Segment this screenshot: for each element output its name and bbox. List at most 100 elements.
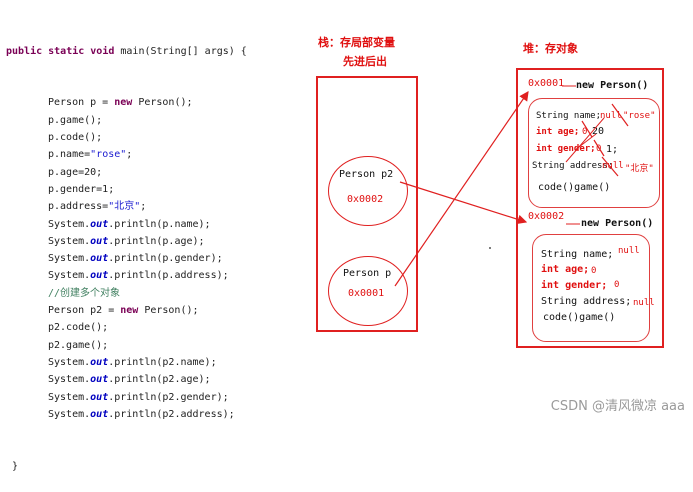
code-out-field: out [90, 235, 109, 247]
code-text: p.address= [48, 201, 109, 213]
code-text: p.name= [48, 149, 91, 161]
strike-name [611, 103, 629, 127]
code-closing: } [12, 460, 19, 472]
code-rest: .println(p2.name); [108, 356, 217, 368]
code-signature: public static void main(String[] args) { [6, 43, 247, 60]
code-rest: Person(); [132, 97, 193, 109]
code-rest: ; [140, 201, 147, 213]
heap-obj2-field-age: int age; [541, 264, 590, 275]
assign-line-2 [574, 133, 597, 151]
code-out-field: out [90, 253, 109, 265]
code-line: p.gender=1; [48, 181, 247, 198]
code-line: System.out.println(p.age); [48, 233, 247, 250]
heap-title: 堆：存对象 [523, 42, 578, 55]
code-rest: .println(p2.address); [108, 408, 235, 420]
code-rest: .println(p2.gender); [108, 391, 229, 403]
heap-obj2-field-name: String name; [541, 249, 614, 260]
code-line: p2.game(); [48, 337, 247, 354]
code-comment: //创建多个对象 [48, 287, 121, 299]
heap-obj1-addr: 0x0001 [528, 78, 565, 89]
stack-title: 栈：存局部变量 [318, 36, 395, 49]
code-text: Person p2 = [48, 305, 121, 317]
arrow-p2-to-obj2 [399, 181, 528, 225]
heap-obj1-field-address: String address; [532, 161, 614, 171]
code-text: p.gender=1; [48, 183, 115, 195]
heap-obj1-address-old: null [602, 161, 624, 171]
code-text: Person p = [48, 97, 115, 109]
code-line: //创建多个对象 [48, 285, 247, 302]
code-string: "rose" [90, 149, 127, 161]
code-line: System.out.println(p.address); [48, 267, 247, 284]
code-keyword: new [120, 305, 139, 317]
heap-frame [516, 68, 664, 348]
heap-obj1-field-gender: int gender; [536, 144, 596, 154]
reference-arrows [394, 85, 629, 287]
heap-obj2-field-gender: int gender; [541, 280, 608, 291]
code-line: p2.code(); [48, 319, 247, 336]
signature-keyword: public static void [6, 45, 115, 57]
code-text: p.age=20; [48, 166, 103, 178]
strike-age [581, 120, 593, 138]
code-line: System.out.println(p2.address); [48, 406, 247, 423]
code-line: System.out.println(p2.age); [48, 371, 247, 388]
heap-obj1-gender-old: 0 [596, 144, 602, 154]
code-text: System. [48, 391, 91, 403]
code-text: System. [48, 374, 91, 386]
code-text: System. [48, 356, 91, 368]
strike-gender [593, 139, 605, 157]
code-text: p2.game(); [48, 339, 109, 351]
heap-obj1-address-new: "北京" [625, 164, 654, 174]
arrow-p-to-obj1 [394, 91, 529, 287]
heap-obj1-methods: code()game() [538, 182, 611, 193]
code-text: p.game(); [48, 114, 103, 126]
heap-obj1-field-name: String name; [536, 111, 602, 121]
stack-frame [316, 76, 418, 332]
code-rest: .println(p.gender); [108, 253, 223, 265]
code-line: p.code(); [48, 129, 247, 146]
code-rest: .println(p.address); [108, 270, 229, 282]
code-text: p2.code(); [48, 322, 109, 334]
heap-obj2-methods: code()game() [543, 312, 616, 323]
stack-var-p-name: Person p [343, 268, 392, 279]
strike-address [601, 156, 619, 177]
code-text: System. [48, 408, 91, 420]
code-out-field: out [90, 218, 109, 230]
code-text: System. [48, 218, 91, 230]
code-line: Person p = new Person(); [48, 94, 247, 111]
watermark: CSDN @清风微凉 aaa [550, 399, 685, 414]
code-rest: .println(p.name); [108, 218, 211, 230]
code-text: p.code(); [48, 132, 103, 144]
code-line: System.out.println(p2.name); [48, 354, 247, 371]
code-body: Person p = new Person(); p.game(); p.code(… [6, 94, 247, 423]
stack-var-p2 [328, 156, 408, 226]
code-line: p.age=20; [48, 164, 247, 181]
code-line: Person p2 = new Person(); [48, 302, 247, 319]
code-line: System.out.println(p2.gender); [48, 389, 247, 406]
heap-obj2-age-val: 0 [591, 266, 597, 276]
heap-obj1-gender-new: 1; [606, 144, 619, 155]
code-line: p.address="北京"; [48, 198, 247, 215]
code-rest: Person(); [138, 305, 199, 317]
code-line: System.out.println(p.gender); [48, 250, 247, 267]
code-out-field: out [90, 356, 109, 368]
code-rest: .println(p2.age); [108, 374, 211, 386]
stray-dot [489, 247, 491, 249]
heap-obj1-age-old: 0 [582, 127, 588, 137]
code-rest: .println(p.age); [108, 235, 205, 247]
heap-obj2-gender-val: 0 [614, 280, 620, 290]
heap-obj2-box [532, 234, 650, 342]
heap-obj1-header: new Person() [576, 80, 649, 91]
heap-obj1-name-new: "rose" [623, 111, 656, 121]
heap-obj1-field-age: int age; [536, 127, 580, 137]
heap-obj1-box [528, 98, 660, 208]
heap-obj2-field-address: String address; [541, 296, 632, 307]
stack-var-p [328, 256, 408, 326]
code-listing: public static void main(String[] args) {… [6, 8, 247, 492]
code-text: System. [48, 253, 91, 265]
code-out-field: out [90, 374, 109, 386]
heap-obj2-address-val: null [633, 298, 655, 308]
code-string: "北京" [108, 201, 141, 213]
heap-obj2-addr: 0x0002 [528, 211, 565, 222]
stack-var-p2-addr: 0x0002 [347, 194, 384, 205]
code-text: System. [48, 235, 91, 247]
